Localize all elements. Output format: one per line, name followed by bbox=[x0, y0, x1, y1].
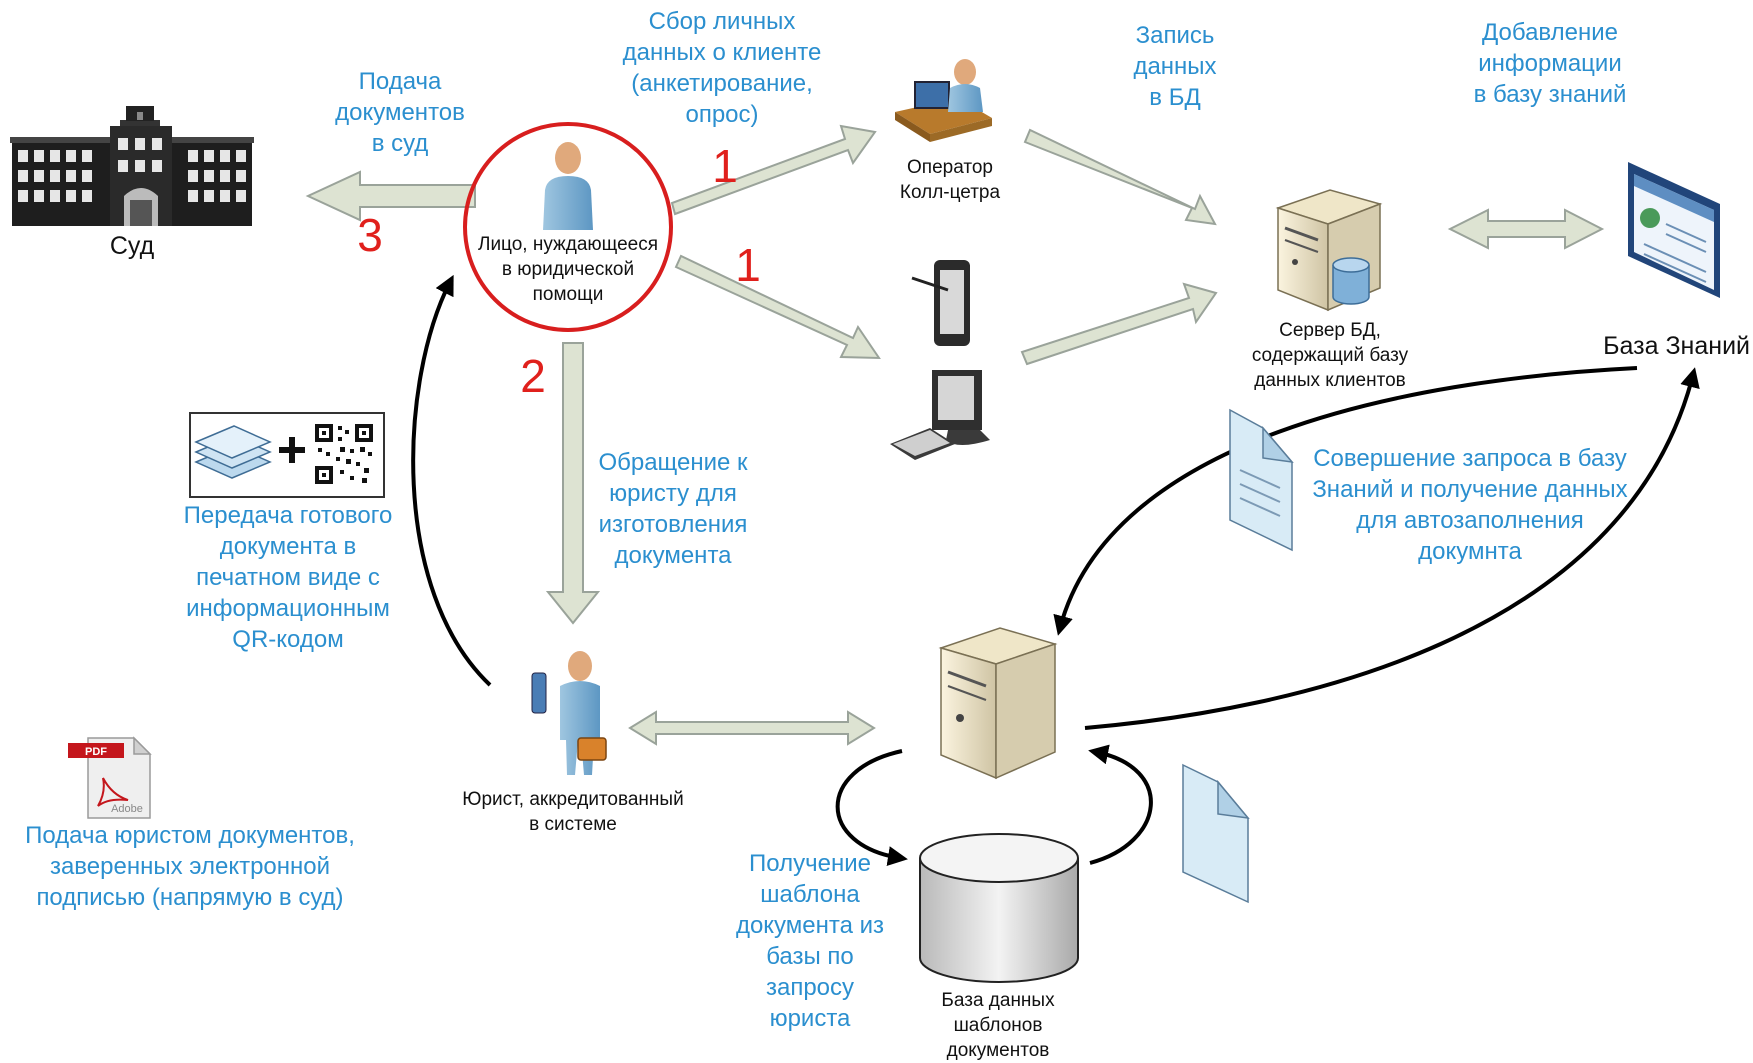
arrow-appserver-to-templatedb bbox=[835, 749, 908, 866]
document-icon bbox=[1229, 408, 1294, 552]
arrow-kb-to-appserver bbox=[1053, 366, 1638, 636]
knowledge-base-label: База Знаний bbox=[1603, 332, 1750, 360]
collect-data-label: Сбор личных данных о клиенте (анкетирова… bbox=[622, 8, 822, 128]
contact-lawyer-label: Обращение к юристу для изготовления доку… bbox=[598, 449, 748, 569]
client-label: Лицо, нуждающееся в юридической помощи bbox=[477, 234, 659, 305]
server-icon bbox=[1275, 189, 1383, 312]
arrow-client-to-lawyer bbox=[545, 342, 601, 625]
desktop-computer-icon bbox=[890, 370, 990, 460]
submit-to-court-label: Подача документов в суд bbox=[335, 68, 465, 157]
arrow-operator-to-server bbox=[1023, 128, 1217, 226]
document-icon bbox=[1182, 763, 1250, 904]
arrow-client-to-devices bbox=[674, 254, 881, 360]
curved-arrows bbox=[411, 274, 1700, 866]
person-icon bbox=[543, 142, 593, 230]
add-kb-label: Добавление информации в базу знаний bbox=[1473, 19, 1627, 108]
step-2: 2 bbox=[520, 350, 546, 402]
database-icon bbox=[919, 833, 1079, 983]
block-arrows bbox=[305, 124, 1605, 746]
pdf-icon: PDF Adobe bbox=[68, 736, 152, 819]
get-template-label: Получение шаблона документа из базы по з… bbox=[735, 850, 885, 1032]
qr-code-icon bbox=[314, 423, 374, 485]
query-kb-label: Совершение запроса в базу Знаний и получ… bbox=[1312, 445, 1628, 565]
operator-label: Оператор Колл-цетра bbox=[899, 157, 1001, 203]
step-1b: 1 bbox=[735, 239, 761, 291]
template-db-label: База данных шаблонов документов bbox=[941, 990, 1055, 1061]
web-page-icon bbox=[1628, 162, 1720, 298]
server-icon bbox=[938, 627, 1058, 780]
operator-icon bbox=[895, 59, 992, 142]
arrow-client-to-court bbox=[305, 170, 476, 222]
lawyer-icon bbox=[531, 651, 607, 775]
step-1a: 1 bbox=[712, 140, 738, 192]
step-3: 3 bbox=[357, 209, 383, 261]
arrow-appserver-to-kb bbox=[1084, 367, 1700, 730]
esign-submit-label: Подача юристом документов, заверенных эл… bbox=[25, 822, 355, 911]
arrow-server-kb-bidirectional bbox=[1447, 208, 1605, 250]
court-label: Суд bbox=[109, 232, 155, 260]
client-highlight-circle bbox=[463, 122, 673, 332]
plus-icon bbox=[279, 437, 305, 463]
arrow-lawyer-to-client bbox=[411, 274, 492, 687]
tablet-icon bbox=[911, 260, 970, 346]
db-server-label: Сервер БД, содержащий базу данных клиент… bbox=[1251, 320, 1409, 391]
building-icon bbox=[10, 106, 254, 226]
arrow-devices-to-server bbox=[1020, 282, 1218, 366]
write-db-label: Запись данных в БД bbox=[1133, 22, 1217, 111]
svg-text:PDF: PDF bbox=[85, 746, 107, 758]
lawyer-label: Юрист, аккредитованный в системе bbox=[462, 789, 684, 835]
arrow-lawyer-appserver-bidirectional bbox=[628, 710, 876, 746]
arrow-client-to-operator bbox=[670, 124, 877, 216]
transfer-doc-label: Передача готового документа в печатном в… bbox=[183, 502, 393, 653]
svg-text:Adobe: Adobe bbox=[111, 803, 143, 815]
document-stack-icon bbox=[194, 425, 272, 479]
arrow-templatedb-to-appserver bbox=[1088, 744, 1153, 865]
